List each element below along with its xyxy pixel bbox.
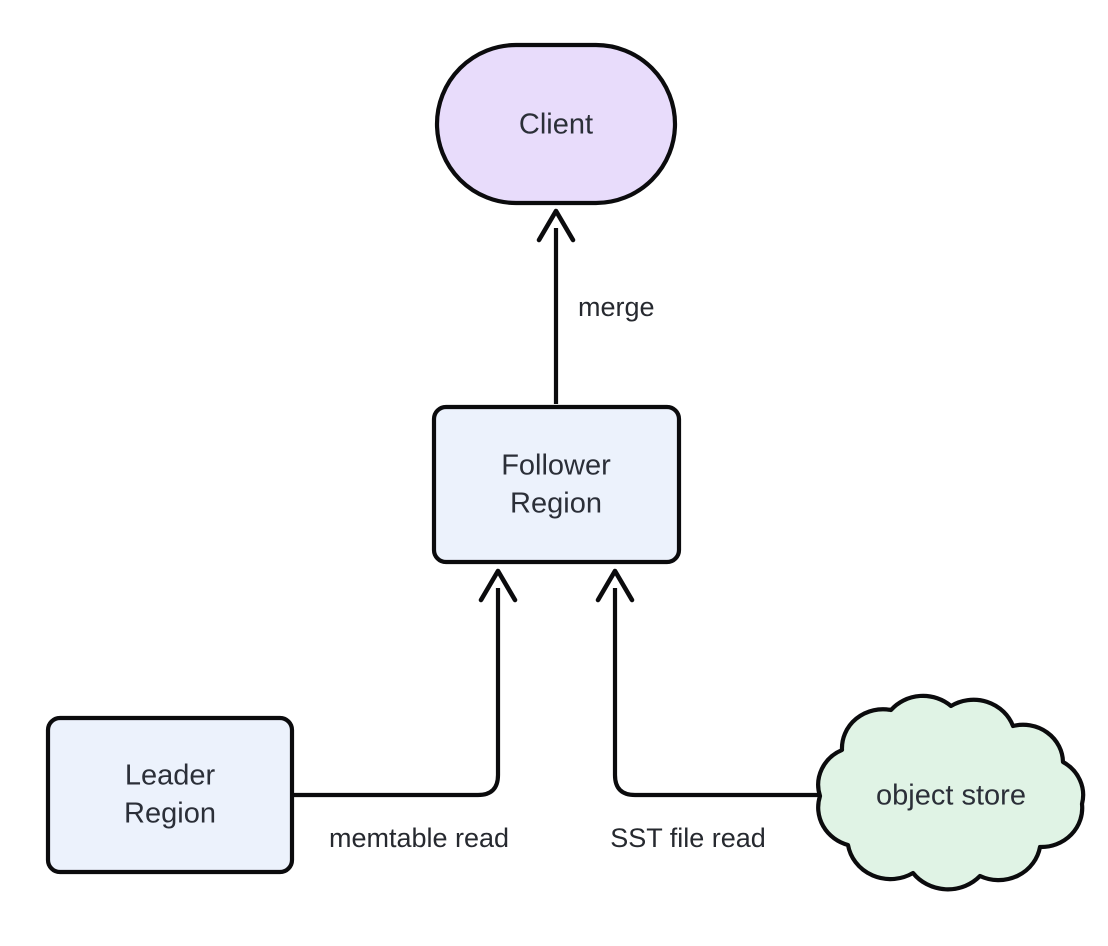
merge-arrowhead: [536, 208, 576, 243]
merge-label: merge: [578, 292, 655, 322]
node-follower-region[interactable]: Follower Region: [431, 404, 682, 565]
follower-region-shape: [431, 404, 682, 565]
sst-file-read-label: SST file read: [610, 823, 766, 853]
object-store-cloud-shape: [816, 693, 1086, 892]
leader-region-label-line2: Region: [124, 798, 216, 830]
memtable-read-arrowhead: [478, 568, 518, 603]
node-client[interactable]: Client: [434, 42, 678, 206]
memtable-read-label: memtable read: [329, 823, 509, 853]
edge-memtable-read[interactable]: memtable read: [292, 568, 518, 853]
follower-region-label-line1: Follower: [501, 450, 611, 482]
object-store-label: object store: [876, 780, 1026, 812]
edge-merge[interactable]: merge: [536, 208, 655, 404]
sst-file-read-connector-path: [612, 588, 820, 798]
edge-sst-file-read[interactable]: SST file read: [595, 568, 820, 853]
sst-file-read-arrowhead: [595, 568, 635, 603]
memtable-read-connector-path: [292, 588, 501, 798]
follower-region-label-line2: Region: [510, 488, 602, 520]
leader-region-shape: [45, 715, 295, 875]
client-shape: [434, 42, 678, 206]
client-label: Client: [519, 109, 593, 141]
leader-region-label-line1: Leader: [125, 760, 216, 792]
node-object-store[interactable]: object store: [816, 693, 1086, 892]
node-leader-region[interactable]: Leader Region: [45, 715, 295, 875]
